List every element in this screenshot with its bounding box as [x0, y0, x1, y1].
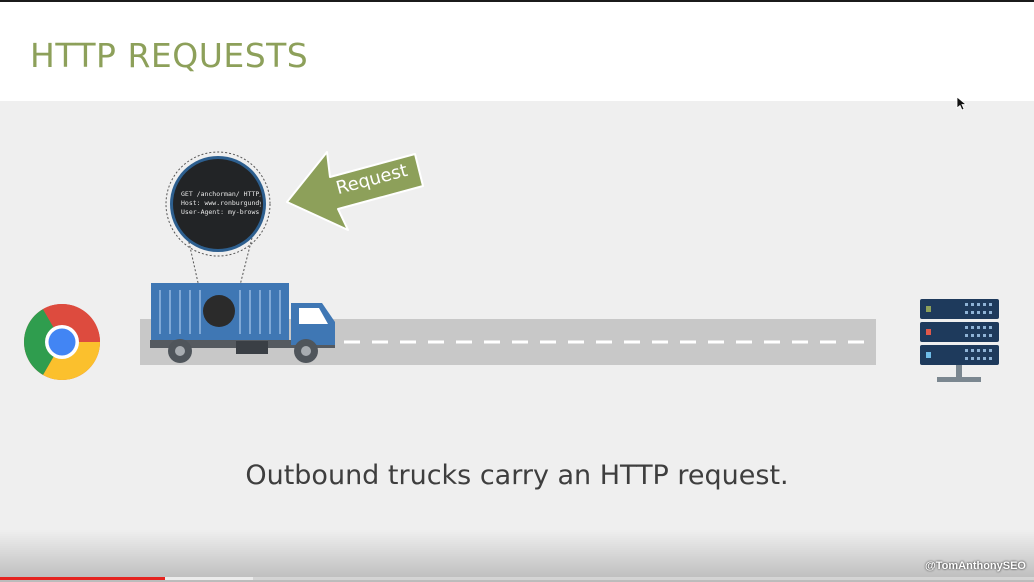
cargo-dot [203, 295, 235, 327]
bubble-dotted-ring [165, 151, 271, 257]
server-stand [956, 365, 962, 377]
server-led-green [926, 306, 931, 312]
channel-watermark: @TomAnthonySEO [925, 560, 1026, 572]
mouse-cursor-icon [956, 96, 968, 111]
video-progress-bar[interactable] [0, 577, 1034, 580]
chrome-logo-icon [24, 304, 100, 380]
request-line-3: User-Agent: my-brows [181, 208, 259, 216]
request-bubble: GET /anchorman/ HTTP/ Host: www.ronburgu… [165, 151, 271, 257]
player-gradient [0, 530, 1034, 582]
truck-window [299, 308, 328, 324]
server-base [937, 377, 981, 382]
server-rack-icon [920, 299, 999, 382]
request-line-1: GET /anchorman/ HTTP/ [181, 190, 263, 198]
truck-icon [150, 283, 335, 363]
server-led-blue [926, 352, 931, 358]
slide-caption: Outbound trucks carry an HTTP request. [245, 460, 789, 491]
bubble-core [173, 159, 263, 249]
slide-title: HTTP REQUESTS [30, 36, 309, 75]
server-led-red [926, 329, 931, 335]
top-border [0, 0, 1034, 2]
fuel-tank [236, 341, 268, 354]
truck-wheels [168, 339, 318, 363]
request-arrow: Request [286, 151, 424, 231]
slide-header: HTTP REQUESTS [0, 2, 1034, 101]
progress-played [0, 577, 166, 580]
container-ribs [159, 290, 281, 334]
request-line-2: Host: www.ronburgundy [181, 199, 263, 207]
arrow-shape [286, 151, 424, 231]
